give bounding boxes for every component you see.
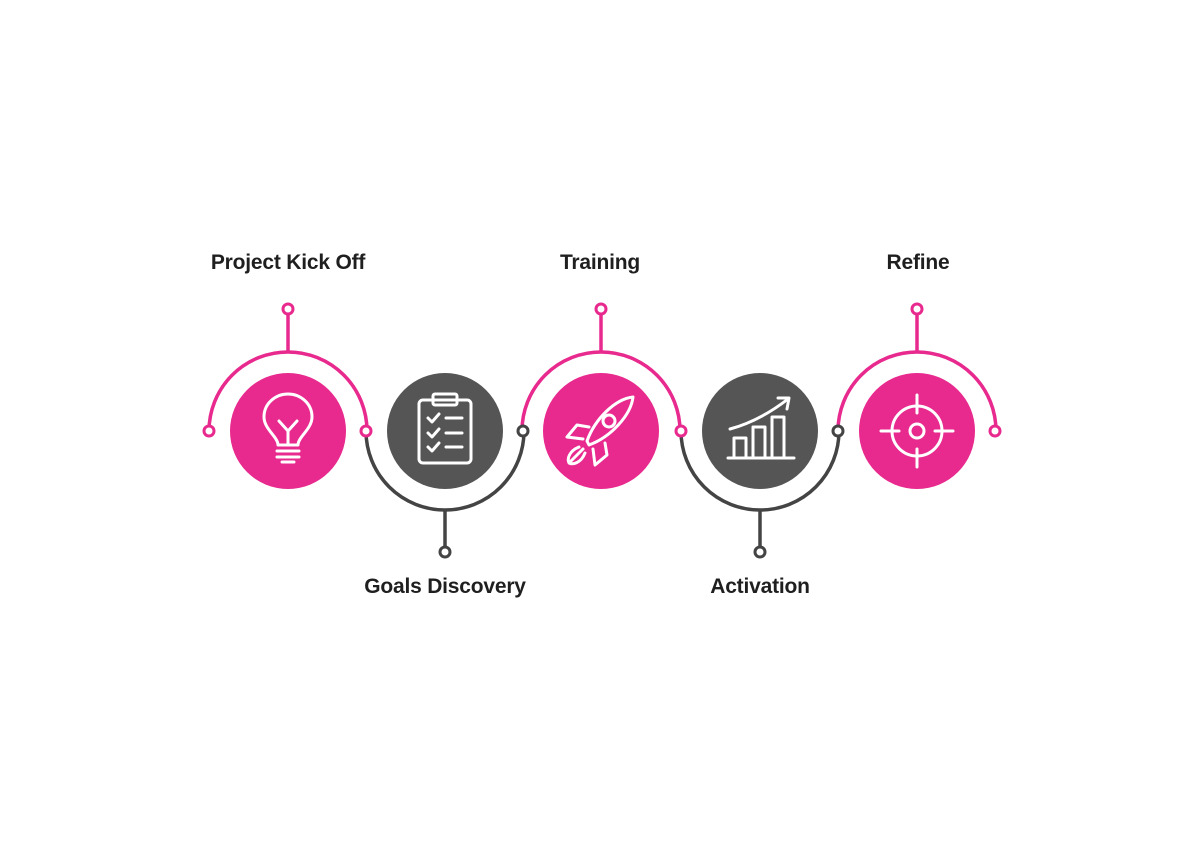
bar-chart-growth-icon xyxy=(726,396,796,460)
checkmark xyxy=(426,412,441,424)
step-circle-activation xyxy=(702,373,818,489)
step-label-project-kick-off: Project Kick Off xyxy=(210,251,366,274)
connector-nodes xyxy=(202,302,1002,559)
clipboard-board xyxy=(417,398,473,465)
connector-node xyxy=(594,302,608,316)
junction-node xyxy=(202,424,216,438)
rocket-fin xyxy=(565,423,591,441)
connector-arcs xyxy=(207,314,998,547)
chart-bar xyxy=(732,436,748,460)
growth-arrow-head xyxy=(776,396,791,411)
rocket-fin xyxy=(591,441,609,467)
growth-arrow-line xyxy=(728,397,790,431)
checkmark xyxy=(426,441,441,453)
clipboard-checklist-icon xyxy=(417,392,473,465)
connector-node xyxy=(438,545,452,559)
step-label-activation: Activation xyxy=(710,575,810,598)
bulb-filament xyxy=(277,419,299,447)
junction-node xyxy=(359,424,373,438)
step-circle-training xyxy=(543,373,659,489)
junction-node xyxy=(674,424,688,438)
junction-node xyxy=(831,424,845,438)
clipboard-clip xyxy=(431,392,459,407)
step-label-refine: Refine xyxy=(886,251,950,274)
step-circle-goals-discovery xyxy=(387,373,503,489)
rocket-flame xyxy=(569,447,585,463)
rocket-window xyxy=(601,413,617,429)
bulb-glass xyxy=(262,392,314,447)
target-icon xyxy=(879,393,955,469)
step-label-goals-discovery: Goals Discovery xyxy=(364,575,526,598)
checkmark xyxy=(426,427,441,439)
junction-node xyxy=(988,424,1002,438)
rocket-exhaust xyxy=(566,445,587,466)
step-circle-refine xyxy=(859,373,975,489)
connector-node xyxy=(910,302,924,316)
connector-node xyxy=(753,545,767,559)
lightbulb-icon xyxy=(262,392,314,464)
junction-node xyxy=(516,424,530,438)
chart-bar xyxy=(751,425,767,460)
rocket-icon xyxy=(565,395,635,467)
step-circles xyxy=(230,373,975,489)
rocket-body xyxy=(585,395,635,447)
target-center xyxy=(908,422,926,440)
step-label-training: Training xyxy=(559,251,641,274)
chart-bar xyxy=(770,415,786,460)
connector-node xyxy=(281,302,295,316)
